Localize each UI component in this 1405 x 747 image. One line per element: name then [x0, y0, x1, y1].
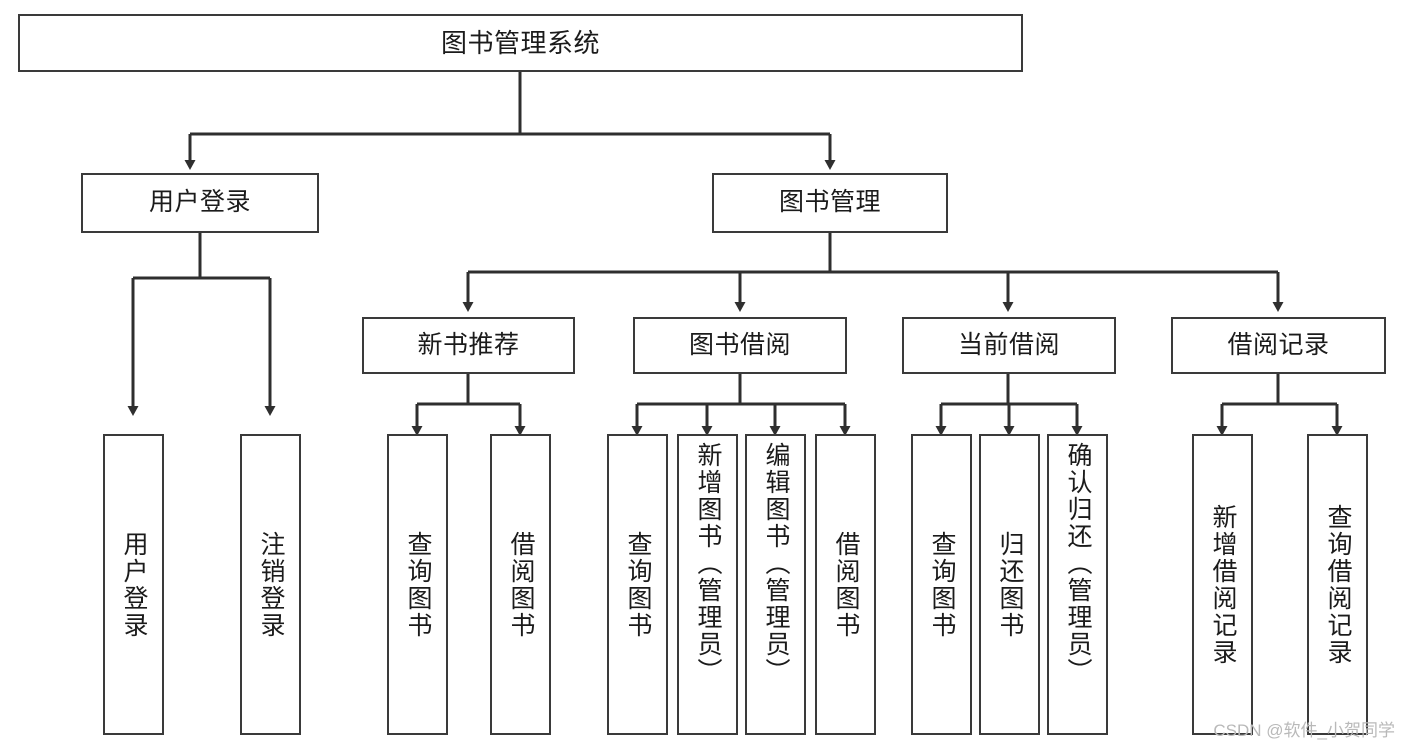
leaf-confirm-return[interactable]: 确认归还（管理员） [1047, 434, 1108, 735]
leaf-query-book-1[interactable]: 查询图书 [387, 434, 448, 735]
node-label: 编辑图书（管理员） [762, 442, 790, 685]
node-label: 借阅记录 [1227, 330, 1330, 359]
node-label: 新增借阅记录 [1209, 503, 1237, 666]
node-label: 借阅图书 [832, 530, 860, 639]
leaf-query-record[interactable]: 查询借阅记录 [1307, 434, 1368, 735]
node-label: 注销登录 [257, 530, 285, 639]
node-label: 图书管理 [778, 188, 881, 217]
node-label: 借阅图书 [507, 530, 535, 639]
node-label: 确认归还（管理员） [1064, 442, 1092, 685]
node-label: 查询图书 [404, 530, 432, 639]
node-new-book-recommend[interactable]: 新书推荐 [362, 317, 575, 374]
leaf-borrow-book-2[interactable]: 借阅图书 [815, 434, 876, 735]
node-label: 用户登录 [120, 530, 148, 639]
node-label: 归还图书 [996, 530, 1024, 639]
leaf-borrow-book-1[interactable]: 借阅图书 [490, 434, 551, 735]
node-label: 当前借阅 [957, 330, 1060, 359]
leaf-user-login[interactable]: 用户登录 [103, 434, 164, 735]
node-label: 图书借阅 [688, 330, 791, 359]
leaf-query-book-2[interactable]: 查询图书 [607, 434, 668, 735]
node-label: 查询图书 [624, 530, 652, 639]
node-book-manage[interactable]: 图书管理 [712, 173, 948, 233]
node-root-book-management-system[interactable]: 图书管理系统 [18, 14, 1023, 72]
node-label: 查询图书 [928, 530, 956, 639]
node-borrow-record[interactable]: 借阅记录 [1171, 317, 1386, 374]
node-label: 新增图书（管理员） [694, 442, 722, 685]
node-label: 新书推荐 [417, 330, 520, 359]
node-label: 查询借阅记录 [1324, 503, 1352, 666]
leaf-edit-book[interactable]: 编辑图书（管理员） [745, 434, 806, 735]
leaf-logout-login[interactable]: 注销登录 [240, 434, 301, 735]
leaf-return-book[interactable]: 归还图书 [979, 434, 1040, 735]
node-user-login[interactable]: 用户登录 [81, 173, 319, 233]
csdn-watermark: CSDN @软件_小贺同学 [1213, 721, 1395, 740]
leaf-add-record[interactable]: 新增借阅记录 [1192, 434, 1253, 735]
node-book-borrow[interactable]: 图书借阅 [633, 317, 847, 374]
node-current-borrow[interactable]: 当前借阅 [902, 317, 1116, 374]
node-label: 图书管理系统 [440, 27, 600, 58]
leaf-query-book-3[interactable]: 查询图书 [911, 434, 972, 735]
node-label: 用户登录 [148, 188, 251, 217]
leaf-add-book[interactable]: 新增图书（管理员） [677, 434, 738, 735]
